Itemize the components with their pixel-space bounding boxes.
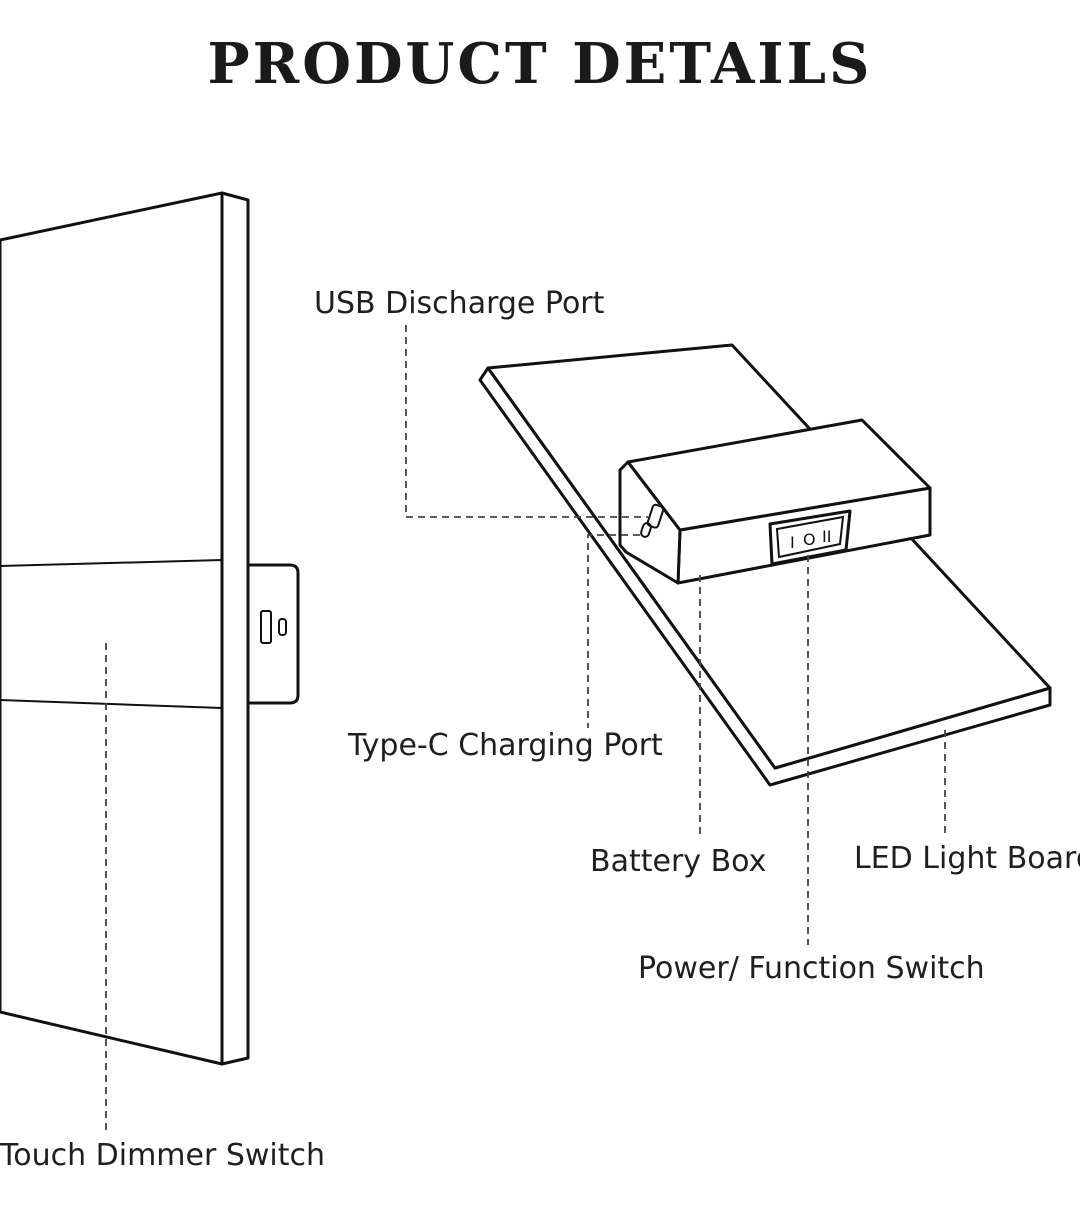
page-title: PRODUCT DETAILS xyxy=(207,31,873,97)
usb-discharge-port xyxy=(646,503,665,529)
switch-mark-on: I xyxy=(790,533,795,552)
leader-type-c-charging-port xyxy=(587,534,640,728)
touch-dimmer-button-1 xyxy=(260,610,272,644)
front-view-light-board xyxy=(0,191,300,1135)
label-led-light-board: LED Light Board xyxy=(854,841,1080,876)
light-board-segment-line-lower xyxy=(0,699,223,709)
label-power-function-switch: Power/ Function Switch xyxy=(638,951,985,986)
power-function-switch xyxy=(768,509,852,566)
touch-dimmer-button-2 xyxy=(278,618,287,636)
label-type-c-charging-port: Type-C Charging Port xyxy=(347,728,663,763)
touch-dimmer-switch-housing xyxy=(246,563,300,705)
battery-box: I O II xyxy=(618,418,932,585)
switch-mark-off: O xyxy=(803,530,816,549)
type-c-charging-port xyxy=(640,522,652,538)
leader-usb-discharge-port xyxy=(405,325,648,518)
light-board-side-edge xyxy=(220,191,250,1066)
light-board-segment-line-upper xyxy=(0,559,223,567)
label-usb-discharge-port: USB Discharge Port xyxy=(314,286,605,321)
power-function-switch-inner xyxy=(775,515,845,559)
switch-mark-function: II xyxy=(822,527,831,546)
label-battery-box: Battery Box xyxy=(590,844,766,879)
label-touch-dimmer-switch: Touch Dimmer Switch xyxy=(0,1138,325,1173)
light-board-front-face xyxy=(0,191,224,1066)
